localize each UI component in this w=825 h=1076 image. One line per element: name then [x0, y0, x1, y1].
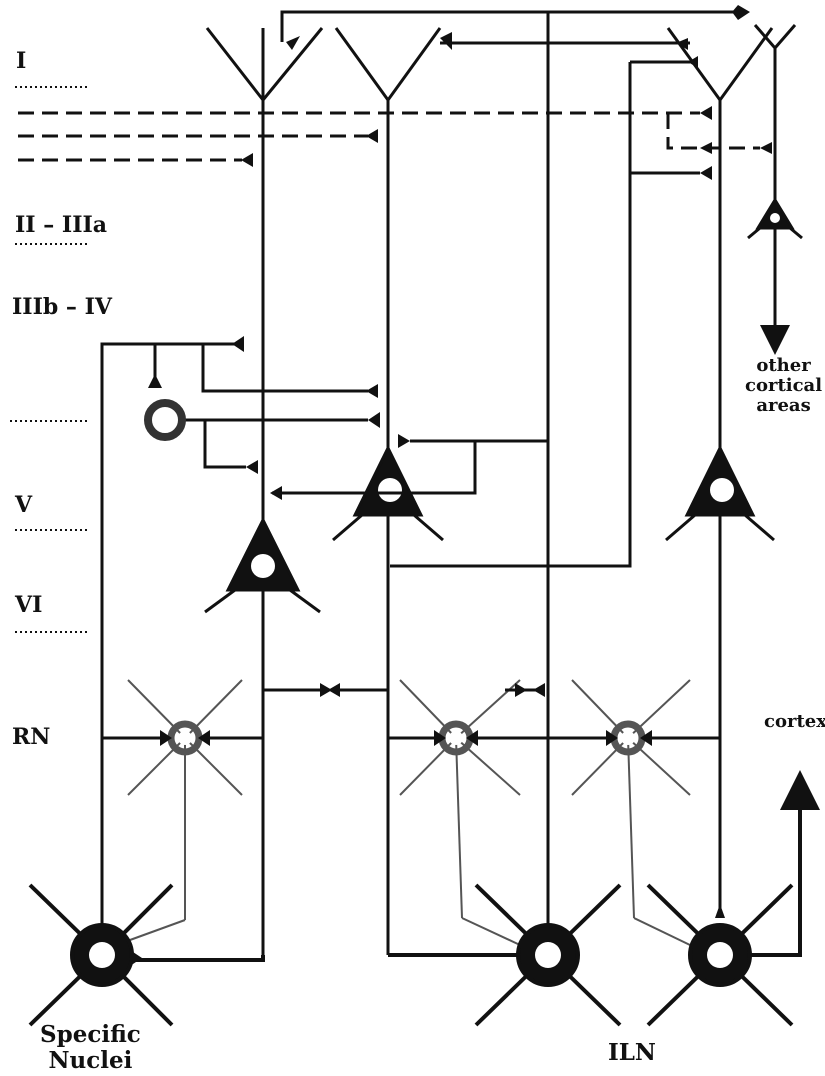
top-loop-connections: [282, 12, 738, 950]
synaptic-terminals: [148, 5, 772, 918]
layer-boundaries: [10, 87, 88, 632]
pyramidal-neuron-right: [666, 28, 774, 910]
rn-interneuron-left: [128, 680, 242, 940]
corticocortical-neuron: [748, 25, 802, 340]
layer-label-vi: VI: [15, 592, 42, 618]
cortex-label: cortex: [764, 712, 825, 732]
specific-nuclei-label: Specific Nuclei: [40, 1022, 141, 1074]
rn-interneuron-right: [572, 680, 690, 945]
layer-label-ii-iiia: II – IIIa: [15, 212, 107, 238]
iln-label: ILN: [608, 1040, 656, 1066]
iln-neuron-left: [388, 885, 620, 1025]
layer-label-rn: RN: [12, 724, 50, 750]
layer-label-iiib-iv: IIIb – IV: [12, 294, 112, 320]
layer-iv-interneuron: [148, 403, 182, 437]
afferent-4: [668, 113, 760, 148]
specific-nucleus-neuron: [30, 885, 263, 1025]
other-cortical-areas-label: other cortical areas: [745, 356, 822, 416]
layer-label-i: I: [16, 48, 26, 74]
rn-interneuron-middle: [400, 680, 520, 945]
layer-label-v: V: [15, 492, 32, 518]
iln-neuron-right: [648, 790, 800, 1025]
